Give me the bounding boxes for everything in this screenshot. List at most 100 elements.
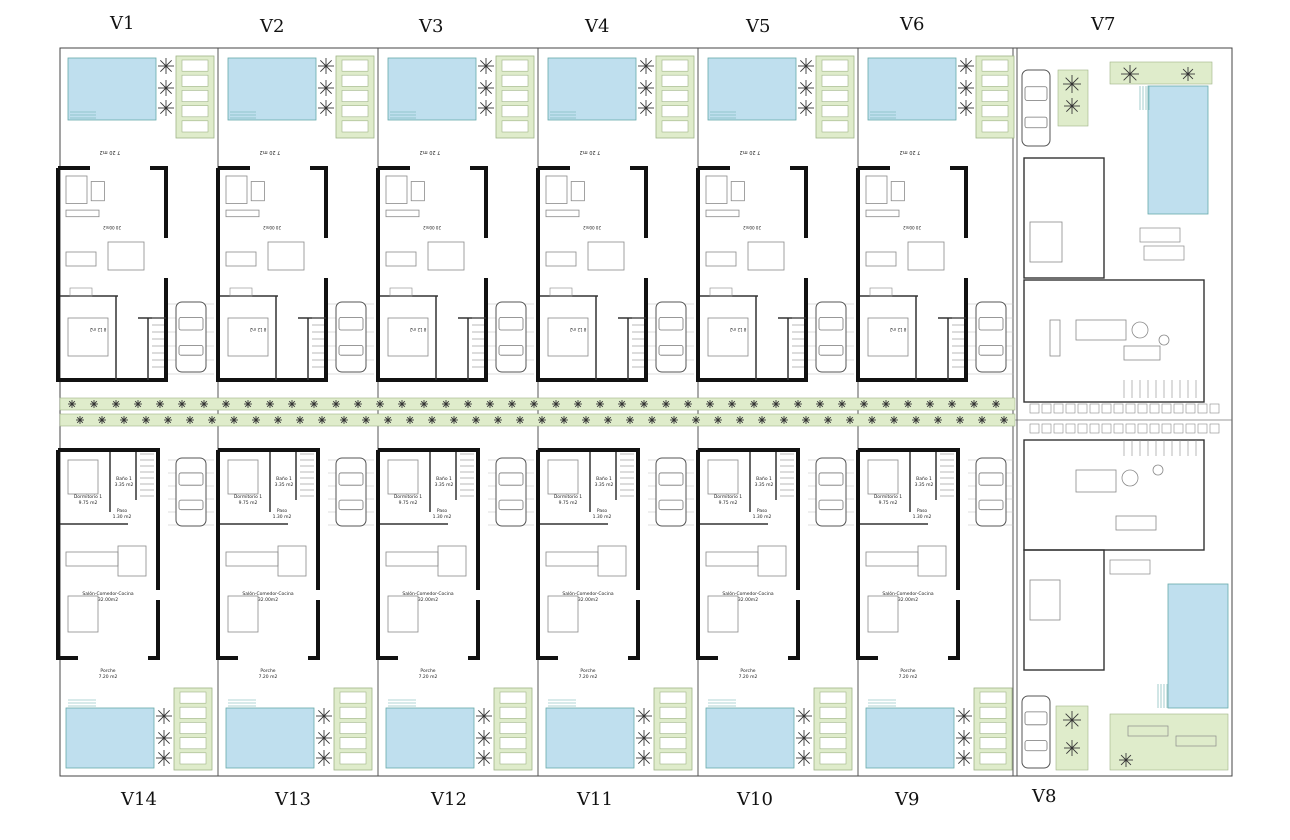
- palm-tree: [376, 400, 384, 408]
- house-wing: [1023, 549, 1105, 671]
- pool: [65, 707, 155, 769]
- house-wall: [56, 168, 168, 382]
- villa-label-v7: V7: [1091, 14, 1116, 35]
- palm-tree: [684, 400, 692, 408]
- palm-tree: [530, 400, 538, 408]
- room-name-label: Salón-Comedor-Cocina: [82, 590, 133, 597]
- palm-tree: [706, 400, 714, 408]
- palm-tree: [638, 58, 654, 74]
- palm-tree: [552, 400, 560, 408]
- porch-area-label: 7 20 m2: [900, 149, 921, 155]
- porch-area-label: 7 20 m2: [580, 149, 601, 155]
- house-wall: [696, 168, 808, 382]
- house-wall: [216, 168, 328, 382]
- room-area-label: 32.00m2: [418, 597, 438, 603]
- room-name-label: Dormitorio 1: [74, 494, 102, 500]
- room-area-label: 7.20 m2: [99, 674, 118, 680]
- house-wall: [536, 450, 558, 660]
- palm-tree: [780, 416, 788, 424]
- palm-tree: [486, 400, 494, 408]
- palm-tree: [636, 730, 652, 746]
- palm-tree: [398, 400, 406, 408]
- palm-tree: [332, 400, 340, 408]
- house-wall: [856, 168, 968, 382]
- palm-tree: [626, 416, 634, 424]
- palm-tree: [230, 416, 238, 424]
- garden-pavers: [973, 687, 1013, 771]
- palm-tree: [636, 708, 652, 724]
- palm-tree: [882, 400, 890, 408]
- room-area-label: 7.20 m2: [739, 674, 758, 680]
- house-wall: [310, 166, 328, 238]
- house-wing: [1023, 439, 1205, 551]
- house-wall: [698, 448, 800, 590]
- palm-tree: [156, 400, 164, 408]
- palm-tree: [1064, 740, 1080, 756]
- palm-tree: [186, 416, 194, 424]
- room-area-label: 20 00m2: [103, 225, 121, 230]
- pool: [545, 707, 635, 769]
- porch-area-label: 7 20 m2: [740, 149, 761, 155]
- palm-tree: [798, 58, 814, 74]
- car: [655, 301, 687, 373]
- pool: [547, 57, 637, 121]
- room-name-label: Paso: [597, 508, 608, 514]
- palm-tree: [1064, 98, 1080, 114]
- palm-tree: [992, 400, 1000, 408]
- room-name-label: Salón-Comedor-Cocina: [722, 590, 773, 597]
- room-area-label: 3.35 m2: [755, 482, 774, 488]
- room-name-label: Porche: [260, 668, 275, 674]
- garden-pavers: [335, 55, 375, 139]
- garden-pavers: [813, 687, 853, 771]
- palm-tree: [798, 100, 814, 116]
- villa-label-v4: V4: [585, 16, 610, 37]
- palm-tree: [1063, 711, 1081, 729]
- room-name-label: Dormitorio 1: [394, 494, 422, 500]
- palm-tree: [316, 708, 332, 724]
- room-area-label: 7.20 m2: [259, 674, 278, 680]
- palm-tree: [274, 416, 282, 424]
- room-name-label: Porche: [900, 668, 915, 674]
- house-wall: [218, 448, 320, 590]
- palm-tree: [508, 400, 516, 408]
- garden: [1057, 69, 1089, 127]
- palm-tree: [838, 400, 846, 408]
- car: [815, 457, 847, 527]
- palm-tree: [222, 400, 230, 408]
- house-wall: [696, 450, 718, 660]
- room-area-label: 9.75 m2: [879, 500, 898, 506]
- house-wall: [468, 600, 480, 660]
- palm-tree: [142, 416, 150, 424]
- room-area-label: 9.75 m2: [239, 500, 258, 506]
- room-area-label: 1.30 m2: [273, 514, 292, 520]
- pool: [227, 57, 317, 121]
- room-area-label: 9.75 m2: [559, 500, 578, 506]
- room-name-label: Paso: [917, 508, 928, 514]
- room-area-label: 1.30 m2: [593, 514, 612, 520]
- palm-tree: [340, 416, 348, 424]
- house-wall: [628, 600, 640, 660]
- house-wall: [950, 166, 968, 238]
- palm-tree: [926, 400, 934, 408]
- porch-area-label: 7 20 m2: [420, 149, 441, 155]
- room-name-label: Salón-Comedor-Cocina: [242, 590, 293, 597]
- palm-tree: [384, 416, 392, 424]
- palm-tree: [354, 400, 362, 408]
- car: [495, 457, 527, 527]
- palm-tree: [158, 100, 174, 116]
- palm-tree: [158, 58, 174, 74]
- palm-tree: [860, 400, 868, 408]
- pool: [705, 707, 795, 769]
- room-area-label: 7.20 m2: [419, 674, 438, 680]
- palm-tree: [288, 400, 296, 408]
- palm-tree: [640, 400, 648, 408]
- palm-tree: [68, 400, 76, 408]
- villa-v8: [1023, 423, 1229, 771]
- palm-tree: [318, 100, 334, 116]
- villa-label-v1: V1: [110, 13, 135, 34]
- villa-label-v14: V14: [121, 789, 157, 810]
